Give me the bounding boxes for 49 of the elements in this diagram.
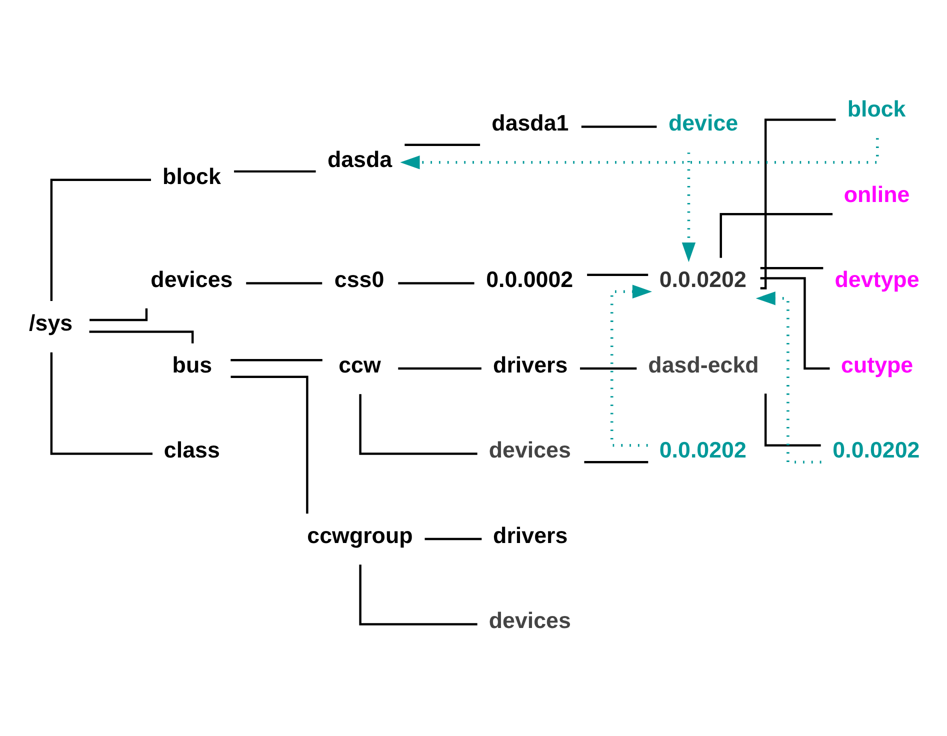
node-text: 0.0.0202 [832,437,920,462]
node-text: block [162,163,221,188]
node-text: dasda [327,146,392,172]
connector [760,276,830,370]
connector [50,178,151,300]
connector [580,366,637,370]
node-text: 0.0.0202 [659,437,746,462]
node-text: bus [172,352,212,377]
connector [398,366,482,370]
node-text: drivers [493,522,568,548]
node-text: ccw [338,352,381,377]
arrow [400,138,879,169]
connector [581,125,657,128]
arrow [682,152,696,262]
node-text: device [668,110,738,136]
connector [230,375,308,514]
node-text: dasd-eckd [648,352,759,377]
connector [398,282,474,284]
connector [50,352,153,454]
connector [764,393,821,446]
node-text: /sys [29,310,73,335]
node-text: devices [488,608,571,633]
node-text: devtype [834,266,920,292]
arrow [610,284,652,446]
node-text: ccwgroup [307,522,413,548]
connector [359,394,478,454]
node-text: dasda1 [492,110,569,136]
connector [234,170,316,172]
node-text: block [847,96,906,122]
node-text: 0.0.0202 [659,266,746,292]
connector [404,143,480,146]
node-text: 0.0.0002 [486,266,574,292]
node-text: cutype [841,352,914,377]
connector [230,358,322,361]
node-text: online [844,181,910,206]
connector [587,273,648,276]
connector [246,282,322,284]
connector [720,212,833,258]
arrow [756,290,822,464]
node-text: devices [488,437,571,462]
connector [584,460,648,463]
node-text: class [164,437,220,462]
connector [760,266,824,269]
node-text: drivers [493,352,568,377]
connector [760,118,836,289]
node-text: css0 [334,266,384,292]
node-text: devices [150,266,233,292]
connector [424,537,482,540]
connector [359,564,478,625]
